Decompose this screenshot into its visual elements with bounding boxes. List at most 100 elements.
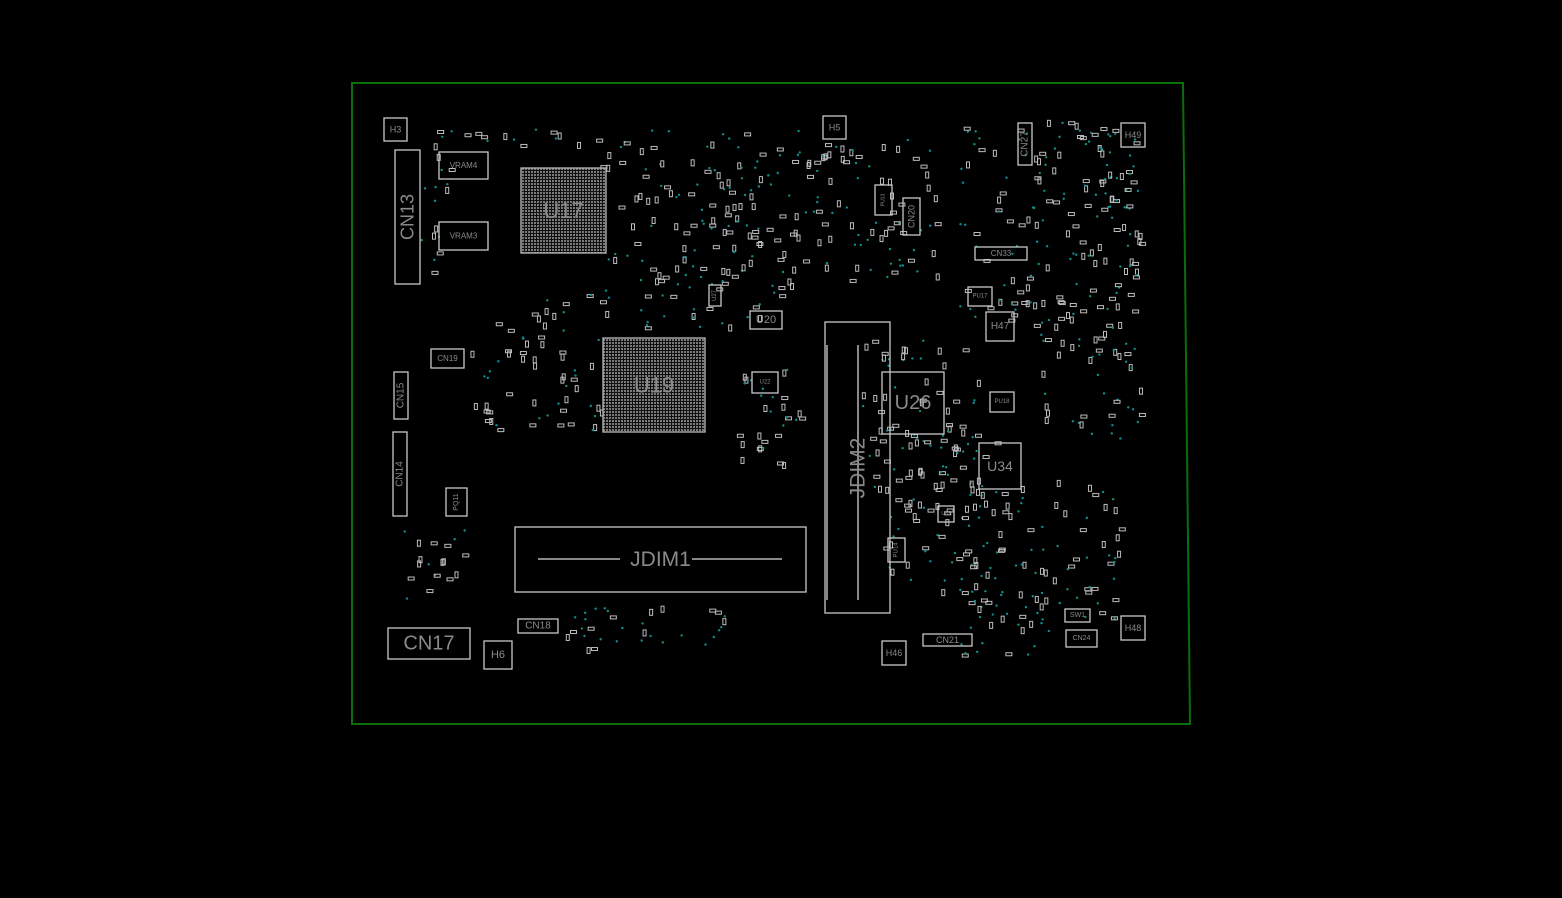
smd-pad[interactable]	[937, 347, 942, 355]
smd-pad[interactable]	[1088, 356, 1093, 364]
component-body[interactable]	[822, 115, 847, 140]
smd-pad[interactable]	[654, 196, 659, 204]
smd-pad[interactable]	[1127, 292, 1135, 297]
smd-pad[interactable]	[758, 176, 763, 184]
smd-pad[interactable]	[690, 223, 698, 228]
component-pq11[interactable]: PQ11	[445, 487, 468, 517]
smd-pad[interactable]	[873, 474, 881, 479]
smd-pad[interactable]	[1117, 352, 1122, 360]
component-body[interactable]	[438, 221, 489, 251]
smd-pad[interactable]	[565, 634, 570, 642]
component-body[interactable]	[751, 371, 779, 394]
smd-pad[interactable]	[1089, 288, 1097, 293]
smd-pad[interactable]	[953, 399, 961, 404]
smd-pad[interactable]	[1110, 195, 1115, 203]
smd-pad[interactable]	[823, 153, 828, 161]
smd-pad[interactable]	[744, 132, 752, 137]
component-body[interactable]	[708, 284, 722, 307]
smd-pad[interactable]	[519, 351, 527, 356]
smd-pad[interactable]	[1065, 230, 1070, 238]
smd-pad[interactable]	[690, 159, 695, 167]
smd-pad[interactable]	[1046, 119, 1051, 127]
smd-pad[interactable]	[1138, 412, 1146, 417]
smd-pad[interactable]	[431, 232, 436, 240]
smd-pad[interactable]	[728, 190, 736, 195]
smd-pad[interactable]	[1091, 132, 1099, 137]
smd-pad[interactable]	[1103, 503, 1108, 511]
smd-pad[interactable]	[908, 469, 913, 477]
smd-pad[interactable]	[1039, 151, 1047, 156]
component-body[interactable]	[383, 117, 408, 142]
smd-pad[interactable]	[775, 433, 783, 438]
component-u17[interactable]: U17	[520, 167, 607, 254]
smd-pad[interactable]	[752, 305, 760, 310]
smd-pad[interactable]	[1122, 224, 1127, 232]
smd-pad[interactable]	[940, 438, 948, 443]
smd-pad[interactable]	[905, 475, 913, 480]
smd-pad[interactable]	[1115, 534, 1120, 542]
smd-pad[interactable]	[462, 553, 470, 558]
smd-pad[interactable]	[961, 429, 966, 437]
smd-pad[interactable]	[444, 543, 452, 548]
smd-pad[interactable]	[965, 161, 970, 169]
smd-pad[interactable]	[542, 322, 547, 330]
smd-pad[interactable]	[1008, 513, 1013, 521]
smd-pad[interactable]	[926, 184, 931, 192]
smd-pad[interactable]	[1044, 417, 1049, 425]
component-cn13[interactable]: CN13	[394, 149, 421, 285]
smd-pad[interactable]	[945, 407, 950, 415]
component-cn21[interactable]: CN21	[922, 633, 973, 647]
smd-pad[interactable]	[560, 408, 568, 413]
smd-pad[interactable]	[881, 354, 886, 362]
smd-pad[interactable]	[562, 302, 570, 307]
smd-pad[interactable]	[917, 501, 922, 509]
smd-pad[interactable]	[1100, 127, 1108, 132]
smd-pad[interactable]	[1079, 528, 1087, 533]
smd-pad[interactable]	[828, 235, 833, 243]
smd-pad[interactable]	[807, 159, 812, 167]
smd-pad[interactable]	[782, 369, 787, 377]
component-u83[interactable]: U83	[937, 505, 955, 523]
smd-pad[interactable]	[998, 531, 1003, 539]
smd-pad[interactable]	[524, 340, 529, 348]
smd-pad[interactable]	[1056, 479, 1061, 487]
smd-pad[interactable]	[961, 591, 969, 596]
smd-pad[interactable]	[1106, 323, 1114, 328]
smd-pad[interactable]	[1110, 616, 1118, 621]
smd-pad[interactable]	[540, 341, 545, 349]
smd-pad[interactable]	[497, 428, 505, 433]
component-u20[interactable]: U20	[749, 310, 783, 330]
smd-pad[interactable]	[1027, 528, 1035, 533]
smd-pad[interactable]	[560, 353, 565, 361]
smd-pad[interactable]	[1020, 627, 1025, 635]
smd-pad[interactable]	[758, 240, 763, 248]
smd-pad[interactable]	[1020, 485, 1025, 493]
smd-pad[interactable]	[1117, 550, 1122, 558]
smd-pad[interactable]	[721, 281, 729, 286]
component-cn24[interactable]: CN24	[1065, 629, 1098, 648]
smd-pad[interactable]	[787, 278, 792, 286]
component-body[interactable]	[520, 167, 607, 254]
smd-pad[interactable]	[887, 226, 895, 231]
smd-pad[interactable]	[700, 266, 708, 271]
component-h49[interactable]: H49	[1120, 122, 1146, 148]
smd-pad[interactable]	[892, 423, 900, 428]
smd-pad[interactable]	[908, 442, 913, 450]
smd-pad[interactable]	[815, 209, 823, 214]
smd-pad[interactable]	[445, 186, 450, 194]
component-body[interactable]	[922, 633, 973, 647]
smd-pad[interactable]	[875, 449, 880, 457]
component-body[interactable]	[974, 246, 1028, 261]
smd-pad[interactable]	[935, 273, 940, 281]
smd-pad[interactable]	[751, 235, 759, 240]
smd-pad[interactable]	[1124, 352, 1132, 357]
smd-pad[interactable]	[1138, 387, 1143, 395]
smd-pad[interactable]	[660, 160, 665, 168]
smd-pad[interactable]	[836, 200, 841, 208]
smd-pad[interactable]	[934, 222, 942, 227]
smd-pad[interactable]	[887, 178, 892, 186]
smd-pad[interactable]	[1112, 128, 1120, 133]
smd-pad[interactable]	[1058, 316, 1066, 321]
smd-pad[interactable]	[891, 270, 899, 275]
smd-pad[interactable]	[710, 141, 715, 149]
